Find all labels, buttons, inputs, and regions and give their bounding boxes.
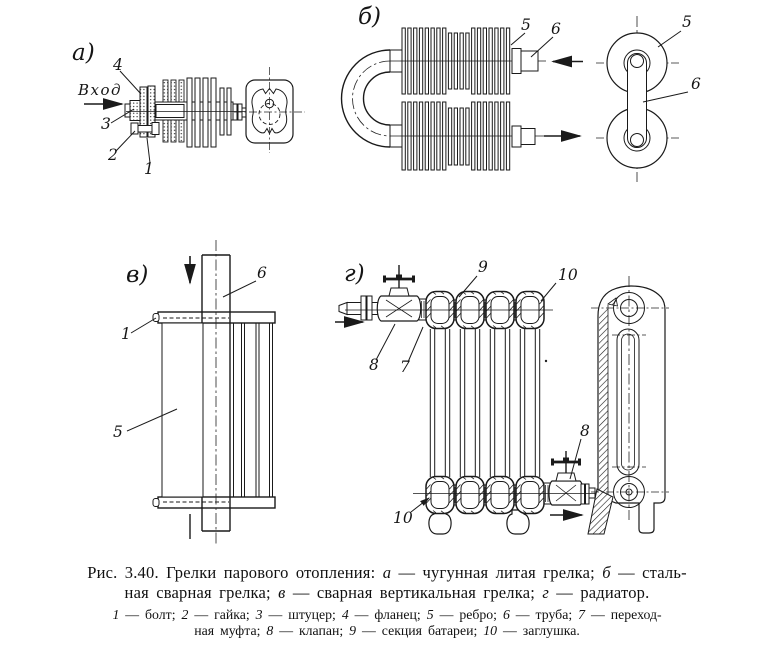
caption-legend-2: ная муфта; 8 — клапан; 9 — секция батаре… bbox=[0, 623, 774, 639]
callout-g-9: 9 bbox=[478, 258, 488, 276]
callout-v-6: 6 bbox=[257, 264, 267, 282]
legend-seg: ная муфта; bbox=[194, 622, 267, 638]
figure-g-drawing: г) 8 7 9 10 8 10 bbox=[335, 258, 669, 535]
caption-seg: — радиатор. bbox=[548, 583, 650, 602]
legend-num-10: 10 bbox=[483, 622, 498, 638]
figure-v-label: в) bbox=[126, 262, 148, 288]
legend-seg: — фланец; bbox=[348, 607, 427, 622]
legend-num-7: 7 bbox=[578, 607, 586, 622]
callout-a-1: 1 bbox=[144, 160, 154, 178]
caption-seg-letter-b: б bbox=[602, 563, 611, 582]
callout-b-6: 6 bbox=[551, 20, 561, 38]
legend-seg: — заглушка. bbox=[497, 622, 580, 638]
legend-num-1: 1 bbox=[112, 607, 120, 622]
legend-seg: — штуцер; bbox=[262, 607, 342, 622]
legend-seg: — секция батареи; bbox=[356, 622, 484, 638]
callout-b-6-end: 6 bbox=[691, 75, 701, 93]
callout-g-10-top: 10 bbox=[558, 266, 578, 284]
callout-g-10-bottom: 10 bbox=[393, 509, 413, 527]
callout-g-8-out: 8 bbox=[580, 422, 590, 440]
legend-seg: — гайка; bbox=[188, 607, 256, 622]
figure-a-inlet-label: Вход bbox=[77, 81, 122, 99]
figure-g-label: г) bbox=[344, 261, 365, 287]
callout-b-5: 5 bbox=[521, 16, 531, 34]
figure-a-drawing: а) Вход 4 3 2 1 bbox=[72, 40, 305, 178]
caption-seg: — сварная вертикальная грелка; bbox=[285, 583, 543, 602]
legend-num-9: 9 bbox=[349, 622, 357, 638]
callout-a-2: 2 bbox=[107, 146, 118, 164]
caption-seg: ная сварная грелка; bbox=[124, 583, 279, 602]
figure-3-40-drawing: а) Вход 4 3 2 1 bbox=[72, 4, 701, 545]
callout-a-3: 3 bbox=[101, 115, 111, 133]
caption-seg-letter-g: г bbox=[542, 583, 549, 602]
figure-b-label: б) bbox=[358, 4, 381, 30]
callout-g-8-in: 8 bbox=[369, 356, 379, 374]
inlet-valve bbox=[335, 265, 422, 328]
caption-line-1: Рис. 3.40. Грелки парового отопления: а … bbox=[0, 563, 774, 583]
radiator-side-view bbox=[587, 276, 669, 535]
legend-seg: — болт; bbox=[119, 607, 182, 622]
caption-line-2: ная сварная грелка; в — сварная вертикал… bbox=[0, 583, 774, 603]
legend-num-8: 8 bbox=[266, 622, 274, 638]
legend-num-3: 3 bbox=[255, 607, 263, 622]
caption-seg: Рис. 3.40. Грелки парового отопления: bbox=[87, 563, 383, 582]
legend-num-2: 2 bbox=[181, 607, 189, 622]
caption-seg-letter-v: в bbox=[278, 583, 286, 602]
legend-num-4: 4 bbox=[341, 607, 349, 622]
callout-a-4: 4 bbox=[112, 56, 123, 74]
figure-b-drawing: б) 5 6 5 6 bbox=[340, 4, 701, 182]
caption-seg-letter-a: а bbox=[382, 563, 392, 582]
figure-v-drawing: в) 6 1 5 bbox=[113, 240, 276, 545]
callout-v-5: 5 bbox=[113, 423, 123, 441]
caption-legend-1: 1 — болт; 2 — гайка; 3 — штуцер; 4 — фла… bbox=[0, 607, 774, 623]
figure-a-label: а) bbox=[72, 40, 95, 66]
legend-num-6: 6 bbox=[502, 607, 510, 622]
caption-seg: — сталь- bbox=[610, 563, 687, 582]
legend-seg: — клапан; bbox=[273, 622, 350, 638]
caption-seg: — чугунная литая грелка; bbox=[391, 563, 603, 582]
legend-seg: — ребро; bbox=[433, 607, 503, 622]
legend-seg: — труба; bbox=[509, 607, 579, 622]
legend-seg: — переход- bbox=[585, 607, 662, 622]
outlet-valve bbox=[548, 451, 596, 521]
figure-caption: Рис. 3.40. Грелки парового отопления: а … bbox=[0, 558, 774, 638]
callout-b-5-end: 5 bbox=[682, 13, 692, 31]
callout-v-1: 1 bbox=[121, 325, 131, 343]
callout-g-7: 7 bbox=[400, 358, 410, 376]
legend-num-5: 5 bbox=[426, 607, 434, 622]
